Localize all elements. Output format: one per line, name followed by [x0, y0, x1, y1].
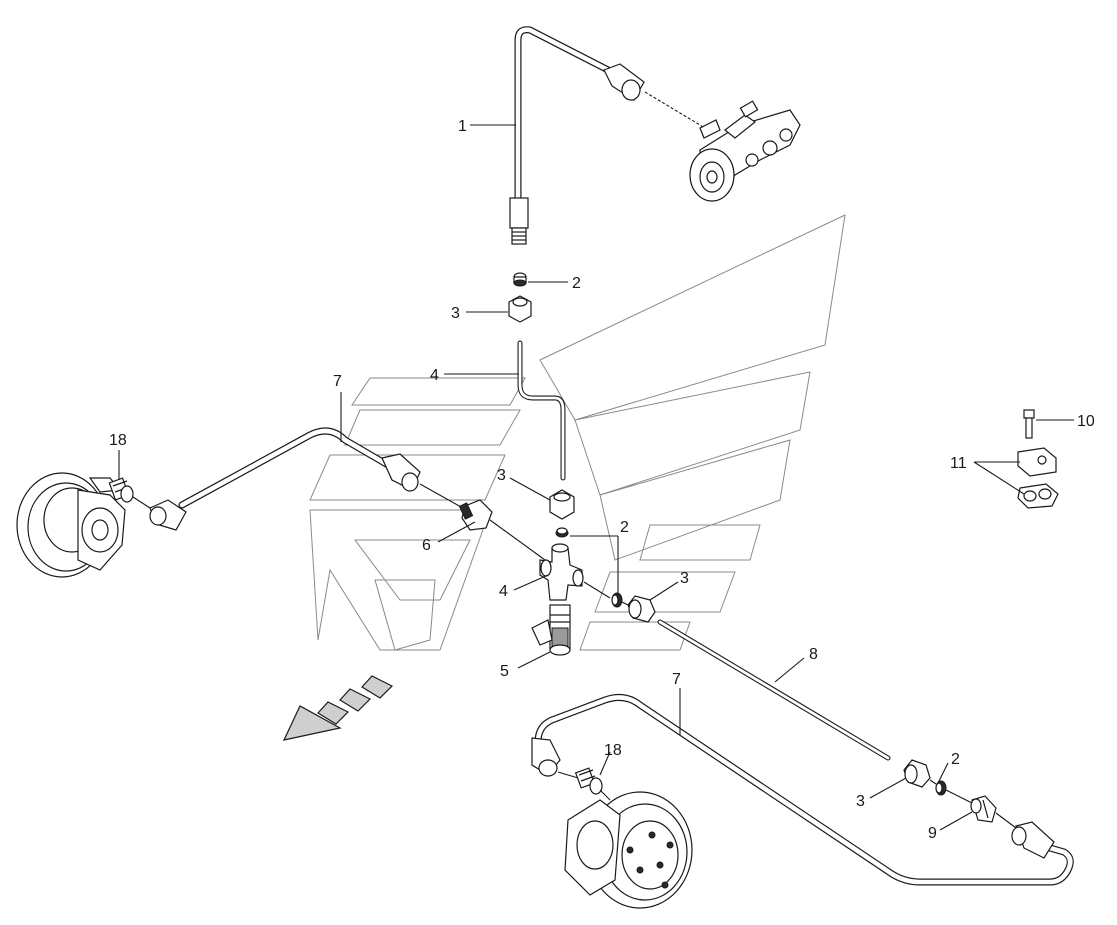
callout-10: 10: [1077, 413, 1095, 430]
callout-numbers: 1 2 3 4 7 18 3 2 6 4 3 5 8 7 18 2 3 9 10…: [109, 118, 1095, 842]
callout-11: 11: [950, 455, 967, 472]
callout-2-top: 2: [572, 275, 581, 292]
wheel-brake-left: [16, 472, 126, 578]
callout-3-lower: 3: [856, 793, 865, 810]
brake-pipe-7-left: [149, 427, 471, 531]
callout-7-left: 7: [333, 373, 342, 390]
seal-2-top: [513, 272, 527, 287]
callout-4-top: 4: [430, 367, 439, 384]
callout-18-bottom: 18: [604, 742, 622, 759]
brake-pipe-1: [509, 26, 706, 245]
callout-9: 9: [928, 825, 937, 842]
wheel-brake-bottom: [564, 791, 693, 909]
adapter-6: [458, 499, 546, 561]
brake-pipe-8: [657, 619, 891, 761]
callout-1: 1: [458, 118, 467, 135]
callout-2-lower: 2: [951, 751, 960, 768]
screw-10: [1023, 409, 1035, 439]
callout-4-tee: 4: [499, 583, 508, 600]
clamp-11: [1017, 447, 1059, 509]
nut-3-right: [627, 595, 656, 623]
pressure-switch-5: [531, 604, 571, 656]
callout-5: 5: [500, 663, 509, 680]
callout-7-lower: 7: [672, 671, 681, 688]
fitting-18-bottom: [557, 767, 611, 801]
seal-2-middle: [555, 527, 569, 538]
direction-arrow: [282, 675, 394, 741]
brake-pipe-7-lower: [531, 693, 1074, 886]
brake-pipe-4-upper: [517, 340, 566, 481]
nut-3-middle: [549, 489, 575, 520]
seal-2-right: [611, 592, 623, 608]
leader-lines: [118, 124, 1074, 831]
callout-2-middle: 2: [620, 519, 629, 536]
nut-3-top: [508, 295, 532, 323]
seal-2-lower: [935, 780, 947, 796]
callout-3-top: 3: [451, 305, 460, 322]
callout-3-right: 3: [680, 570, 689, 587]
callout-8: 8: [809, 646, 818, 663]
callout-6: 6: [422, 537, 431, 554]
callout-3-middle: 3: [497, 467, 506, 484]
fitting-18-left: [108, 477, 151, 509]
master-cylinder: [689, 100, 801, 202]
tee-junction-4: [539, 543, 584, 601]
fitting-9: [970, 795, 997, 823]
nut-3-lower: [903, 759, 931, 788]
callout-18-left: 18: [109, 432, 127, 449]
